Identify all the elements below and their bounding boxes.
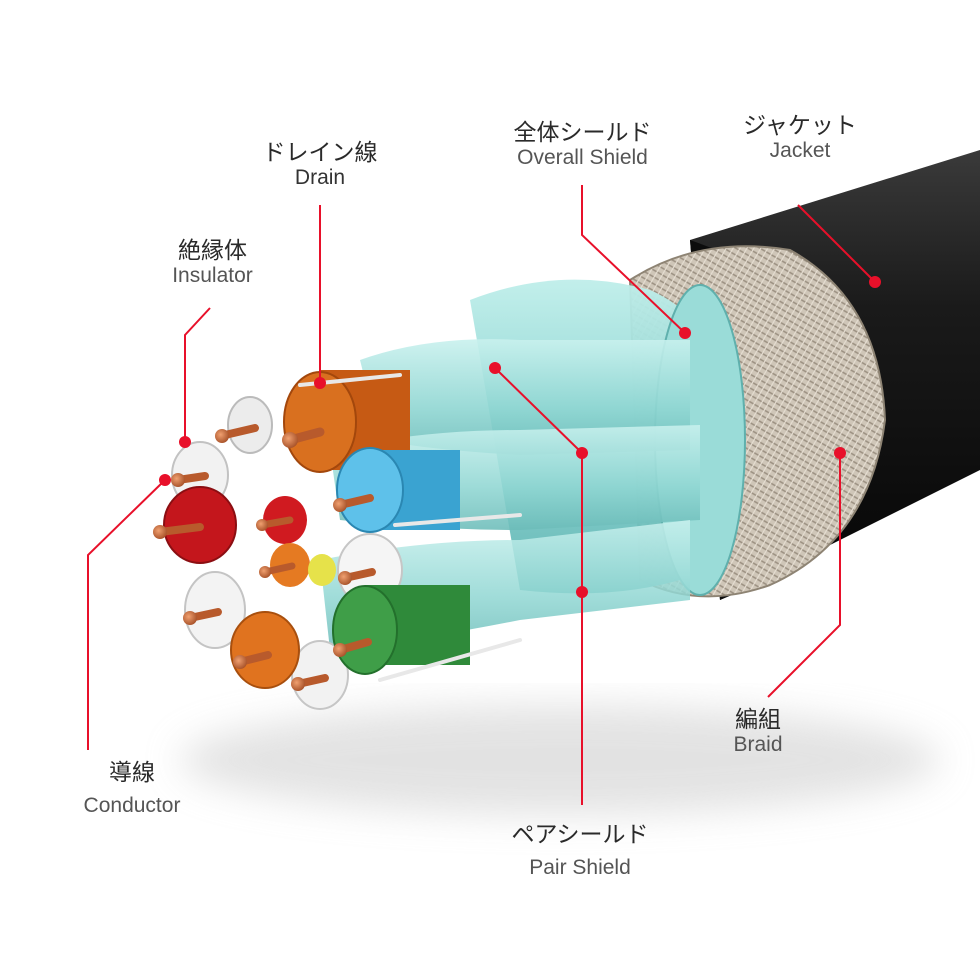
callout-insulator-jp: 絶縁体 [178,238,247,264]
callout-pair-shield-jp: ペアシールド [511,822,649,848]
insulator-yellow [308,554,336,586]
callout-drain-en: Drain [294,166,346,190]
callout-overall-shield-jp: 全体シールド [513,120,652,146]
callout-insulator: 絶縁体 Insulator [145,238,280,289]
conductors [153,424,376,691]
insulator-blue [336,447,404,533]
callout-conductor: 導線 Conductor [62,760,202,819]
callout-insulator-en: Insulator [172,264,253,288]
insulator-white-top [227,396,273,454]
callout-drain: ドレイン線 Drain [250,140,390,191]
insulator-orange-bottom [230,611,300,689]
callout-conductor-jp: 導線 [109,760,155,786]
cable-shadow [180,705,940,815]
callout-overall-shield: 全体シールド Overall Shield [490,120,675,171]
callout-conductor-en: Conductor [83,794,181,818]
leader-dots [159,276,881,598]
callout-jacket: ジャケット Jacket [725,113,875,164]
callout-jacket-jp: ジャケット [743,113,857,139]
callout-braid: 編組 Braid [718,707,798,758]
callout-pair-shield: ペアシールド Pair Shield [490,822,670,881]
callout-pair-shield-en: Pair Shield [529,856,631,880]
callout-braid-en: Braid [733,733,783,757]
leader-lines [87,185,876,805]
callout-overall-shield-en: Overall Shield [517,146,648,170]
insulator-white-bottom [291,640,349,710]
callout-drain-jp: ドレイン線 [262,140,378,166]
callout-braid-jp: 編組 [735,707,781,733]
callout-jacket-en: Jacket [769,139,831,163]
insulator-green [332,585,398,675]
